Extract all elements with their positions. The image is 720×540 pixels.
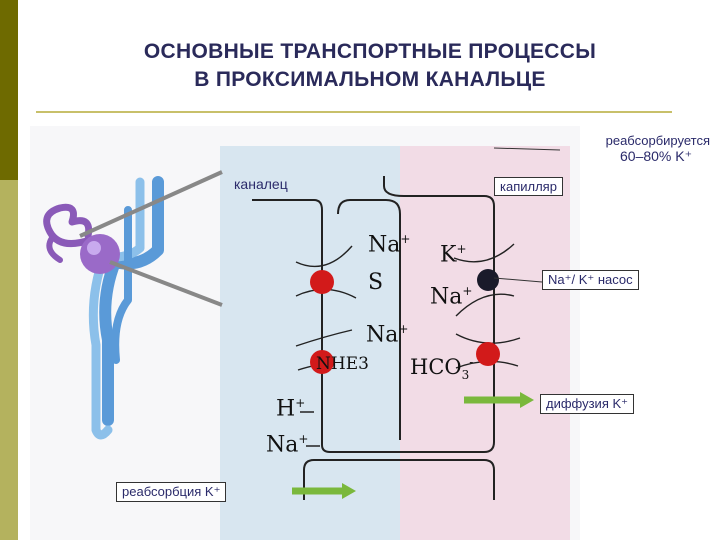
ion-na-lumen-symbol: Na	[266, 432, 299, 458]
slide-title: ОСНОВНЫЕ ТРАНСПОРТНЫЕ ПРОЦЕССЫ В ПРОКСИМ…	[40, 38, 700, 94]
ion-s: S	[368, 270, 384, 295]
ion-h-charge: +	[295, 396, 306, 410]
side-bar-light	[0, 180, 18, 540]
ion-h-symbol: H	[276, 396, 296, 422]
ion-na-top-symbol: Na	[368, 232, 401, 258]
nephron-illustration	[43, 176, 164, 440]
zoom-line-top	[79, 170, 223, 238]
ion-na-top-charge: +	[400, 232, 411, 246]
ion-h: H+	[276, 396, 305, 421]
title-divider	[36, 111, 672, 113]
hco3-transporter	[476, 342, 500, 366]
zoom-line-bottom	[109, 260, 223, 307]
pump-pointer	[493, 277, 543, 283]
title-line-1: ОСНОВНЫЕ ТРАНСПОРТНЫЕ ПРОЦЕССЫ	[143, 40, 597, 63]
reabsorbed-line-2: 60–80% K⁺	[620, 148, 692, 164]
ion-hco3: HCO3-	[410, 355, 473, 382]
ion-k: K+	[440, 242, 467, 267]
reabsorption-label: реабсорбция K⁺	[116, 482, 227, 502]
cell-inner-outline	[337, 199, 401, 440]
reabsorption-arrow-head	[342, 483, 356, 499]
ion-na-lumen: Na+	[266, 432, 308, 457]
ion-na-pump: Na+	[430, 284, 472, 309]
ion-na-pump-charge: +	[462, 284, 473, 298]
ion-na-pump-symbol: Na	[430, 284, 463, 310]
ion-na-middle: Na+	[366, 322, 408, 347]
ion-k-charge: +	[456, 242, 467, 256]
diffusion-arrow-head	[520, 392, 534, 408]
side-bar-dark	[0, 0, 18, 180]
glomerulus	[80, 234, 120, 274]
title-line-2: В ПРОКСИМАЛЬНОМ КАНАЛЬЦЕ	[194, 68, 546, 91]
ion-nhe3: NHE3	[316, 354, 369, 374]
ion-na-lumen-charge: +	[298, 432, 309, 446]
cell-outline	[252, 176, 495, 453]
pump-label: Na⁺/ K⁺ насос	[542, 270, 639, 290]
glomerulus-highlight	[87, 241, 101, 255]
tubule-label: каналец	[234, 176, 288, 192]
capillary-label: капилляр	[494, 177, 563, 196]
nhe3-transporter	[310, 350, 334, 374]
ion-na-middle-symbol: Na	[366, 322, 399, 348]
reabsorbed-label: реабсорбируется 60–80% K⁺	[560, 133, 710, 165]
ion-hco3-subscript: 3	[461, 368, 470, 383]
ion-k-symbol: K	[440, 242, 457, 268]
ion-hco3-charge: -	[469, 355, 474, 369]
na-k-pump	[477, 269, 499, 291]
ion-hco3-symbol: HCO	[410, 355, 462, 379]
diffusion-label: диффузия K⁺	[540, 394, 634, 414]
ion-na-top: Na+	[368, 232, 410, 257]
lower-cell-outline	[303, 459, 495, 500]
na-s-cotransporter	[310, 270, 334, 294]
reabsorbed-line-1: реабсорбируется	[605, 133, 710, 148]
ion-na-middle-charge: +	[398, 322, 409, 336]
reabsorbed-pointer	[493, 147, 561, 151]
